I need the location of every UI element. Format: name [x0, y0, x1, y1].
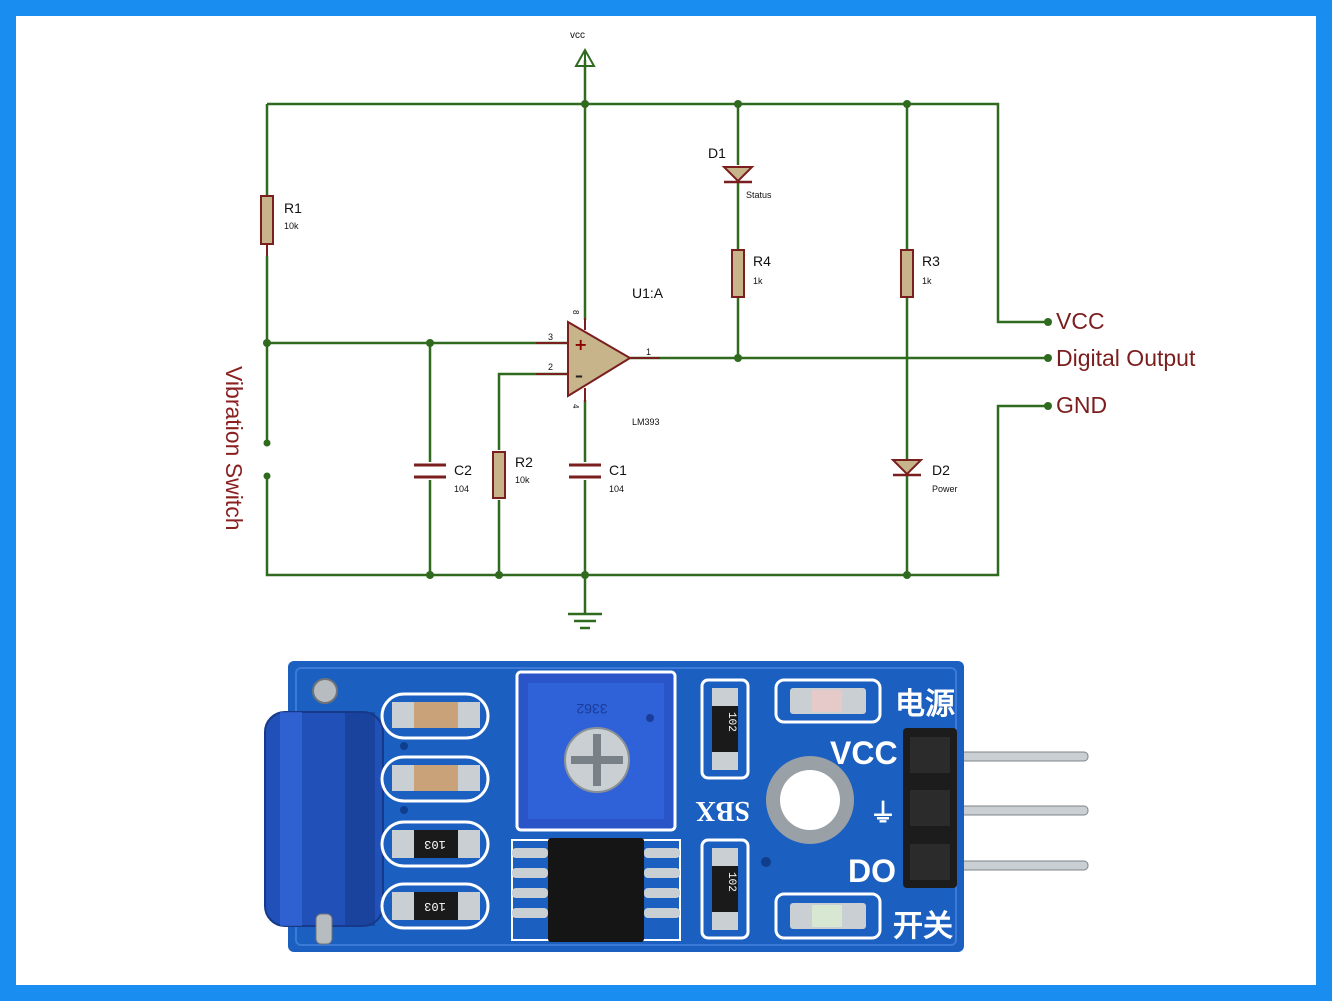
- terminal-gnd-label: GND: [1056, 392, 1107, 418]
- pin-vplus: 8: [571, 310, 580, 315]
- schematic-and-board: vcc R1 10k Vibration Switch C2 104 R2 10…: [221, 30, 1196, 952]
- r3-ref: R3: [922, 253, 940, 269]
- silk-do: DO: [848, 853, 896, 889]
- schematic-wires: [265, 60, 1046, 614]
- d1-ref: D1: [708, 145, 726, 161]
- svg-text:–: –: [575, 366, 583, 385]
- silk-power: 电源: [895, 687, 955, 722]
- vcc-supply-label: vcc: [570, 30, 585, 41]
- terminal-digital-output-label: Digital Output: [1056, 345, 1196, 371]
- svg-text:+: +: [574, 335, 587, 354]
- resistor-r1: R1 10k: [260, 195, 302, 256]
- r3-value: 1k: [922, 276, 932, 286]
- r2-value: 10k: [515, 475, 530, 485]
- vibration-switch-label: Vibration Switch: [221, 366, 247, 531]
- d2-ref: D2: [932, 462, 950, 478]
- led-d1: D1 Status: [708, 145, 772, 200]
- vibration-switch-cylinder: [264, 678, 384, 945]
- capacitor-c1: C1 104: [569, 462, 627, 494]
- c1-value: 104: [609, 484, 624, 494]
- c2-value: 104: [454, 484, 469, 494]
- led-d2: D2 Power: [890, 459, 958, 494]
- silk-sbx: SBX: [696, 795, 750, 826]
- vibration-switch-symbol: [263, 439, 271, 480]
- silk-switch: 开关: [893, 909, 953, 944]
- pin-in-minus: 2: [548, 362, 553, 372]
- r4-value: 1k: [753, 276, 763, 286]
- lm393-chip: [511, 838, 681, 942]
- pin-gnd: 4: [571, 404, 580, 409]
- junction-dots: [263, 100, 1052, 579]
- d2-value: Power: [932, 484, 958, 494]
- resistor-r2: R2 10k: [492, 451, 533, 499]
- silk-gnd: ⏚: [870, 799, 896, 829]
- resistor-r4: R4 1k: [731, 249, 771, 298]
- vcc-supply-symbol: vcc: [570, 30, 596, 67]
- r4-ref: R4: [753, 253, 771, 269]
- r1-ref: R1: [284, 200, 302, 216]
- resistor-code-c: 102: [725, 712, 737, 732]
- d1-value: Status: [746, 190, 772, 200]
- smd-capacitors: [380, 692, 490, 803]
- capacitor-c2: C2 104: [414, 462, 472, 494]
- resistor-code-a: 103: [424, 837, 446, 851]
- silk-vcc: VCC: [830, 735, 898, 771]
- c1-ref: C1: [609, 462, 627, 478]
- smd-resistors-103: 103 103: [380, 820, 490, 930]
- resistor-code-b: 103: [424, 899, 446, 913]
- comparator-u1: + – 3 2 1 8 4 U1:A LM393: [536, 285, 664, 427]
- smd-resistors-102: 102 102: [700, 678, 750, 940]
- image-frame: vcc R1 10k Vibration Switch C2 104 R2 10…: [16, 16, 1316, 985]
- resistor-code-d: 102: [725, 872, 737, 892]
- u1-ref: U1:A: [632, 285, 664, 301]
- c2-ref: C2: [454, 462, 472, 478]
- sensor-board: 103 103 3362: [264, 661, 1089, 952]
- resistor-r3: R3 1k: [900, 249, 940, 298]
- r2-ref: R2: [515, 454, 533, 470]
- header-pins: [954, 751, 1089, 871]
- pin-in-plus: 3: [548, 332, 553, 342]
- ground-symbol: [568, 612, 602, 630]
- terminal-vcc-label: VCC: [1056, 308, 1105, 334]
- r1-value: 10k: [284, 221, 299, 231]
- u1-part: LM393: [632, 417, 660, 427]
- smd-leds: [774, 678, 882, 940]
- pot-label: 3362: [576, 701, 607, 717]
- pin-out: 1: [646, 347, 651, 357]
- potentiometer: 3362: [515, 670, 677, 832]
